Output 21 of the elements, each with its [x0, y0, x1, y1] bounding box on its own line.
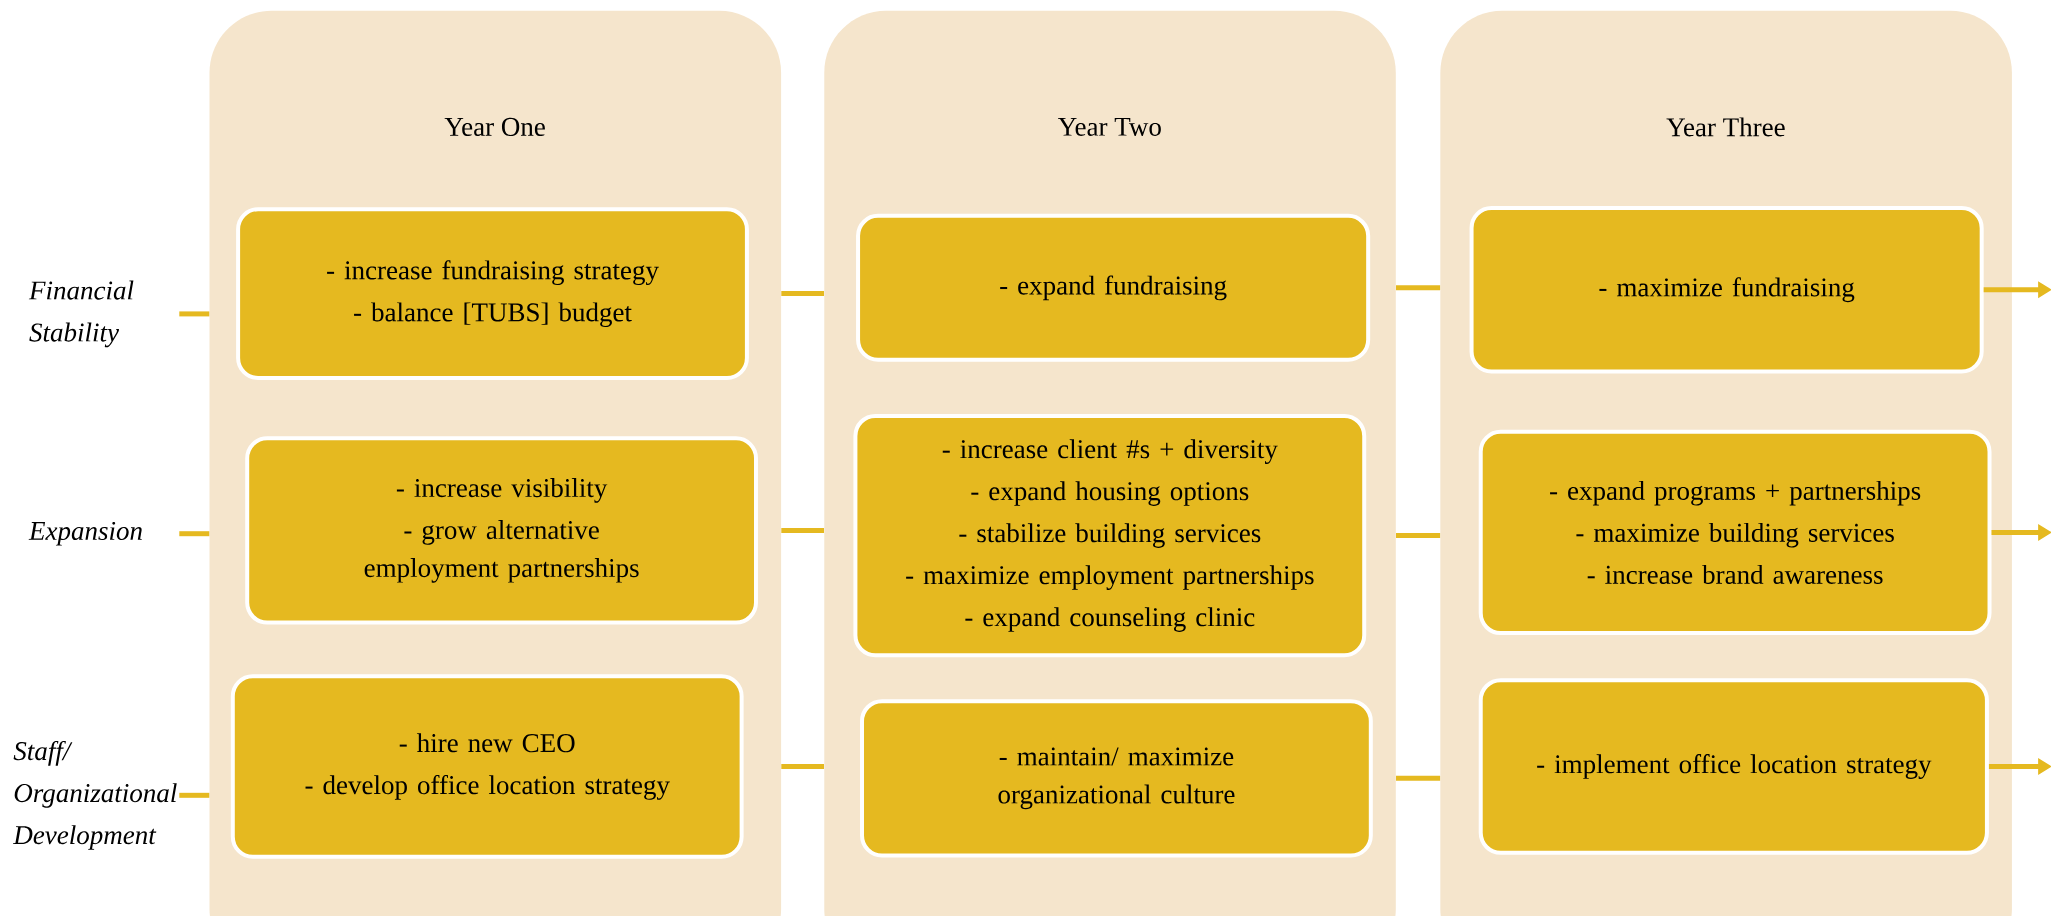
- goal-box: - increase fundraising strategy - balance [TUBS] budget: [236, 207, 749, 380]
- row-label: Staff/ Organizational Development: [13, 740, 177, 850]
- goal-box: - implement office location strategy: [1478, 678, 1989, 855]
- goal-box: - hire new CEO - develop office location strategy: [230, 674, 744, 859]
- row-label: Expansion: [28, 521, 142, 546]
- goal-box: - increase client #s + diversity - expand housing options - stabilize building services - maximize employment partnerships - expand counseling clinic: [853, 413, 1367, 658]
- connector-line: [179, 792, 210, 798]
- goal-box: - maximize fundraising: [1469, 205, 1984, 374]
- connector-line: [781, 764, 824, 769]
- row-label: Financial Stability: [28, 280, 134, 348]
- goal-box: - expand fundraising: [856, 213, 1371, 362]
- connector-line: [179, 311, 210, 317]
- connector-line: [781, 291, 824, 297]
- connector-line: [179, 531, 210, 537]
- goal-box: - maintain/ maximize organizational culture: [860, 699, 1373, 858]
- connector-line: [781, 527, 824, 533]
- goal-box: - increase visibility - grow alternative employment partnerships: [245, 436, 758, 625]
- goal-box: - expand programs + partnerships - maximize building services - increase brand awareness: [1478, 429, 1992, 636]
- connector-line: [1396, 533, 1441, 539]
- connector-line: [1396, 285, 1441, 291]
- connector-line: [1396, 775, 1441, 781]
